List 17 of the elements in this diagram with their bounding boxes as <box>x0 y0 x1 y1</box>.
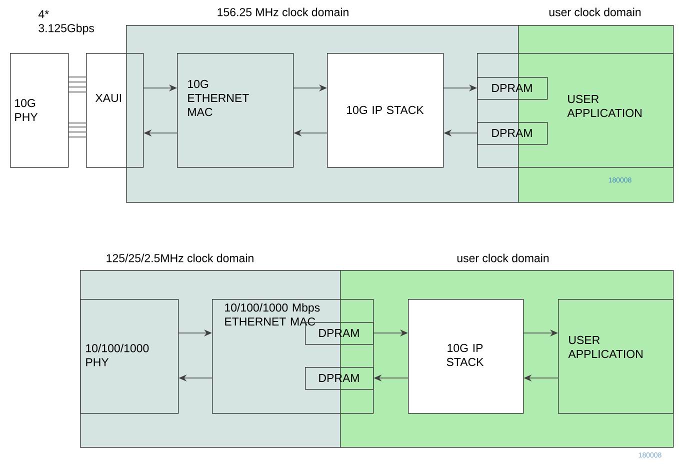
node-label: 156.25 MHz clock domain <box>218 8 348 16</box>
phy-box: 10/100/1000 PHY <box>80 299 179 414</box>
application-box: USER APPLICATION <box>558 299 674 414</box>
mac-box: 10G ETHERNET MAC <box>177 53 294 168</box>
lane-line <box>68 126 86 128</box>
ip-stack-box: 10G IP STACK <box>408 299 524 414</box>
lane-line <box>68 76 86 78</box>
phy-box: 10G PHY <box>10 53 69 168</box>
xaui-box: XAUI <box>86 53 144 168</box>
lane-line <box>68 86 86 88</box>
node-label: user clock domain <box>549 8 641 16</box>
label: 4* 3.125Gbps <box>38 10 94 34</box>
lane-line <box>68 122 86 124</box>
lane-line <box>68 136 86 138</box>
node-label: 125/25/2.5MHz clock domain <box>106 254 254 262</box>
ip-stack-box: 10G IP STACK <box>327 53 444 168</box>
node-label: user clock domain <box>457 254 549 262</box>
